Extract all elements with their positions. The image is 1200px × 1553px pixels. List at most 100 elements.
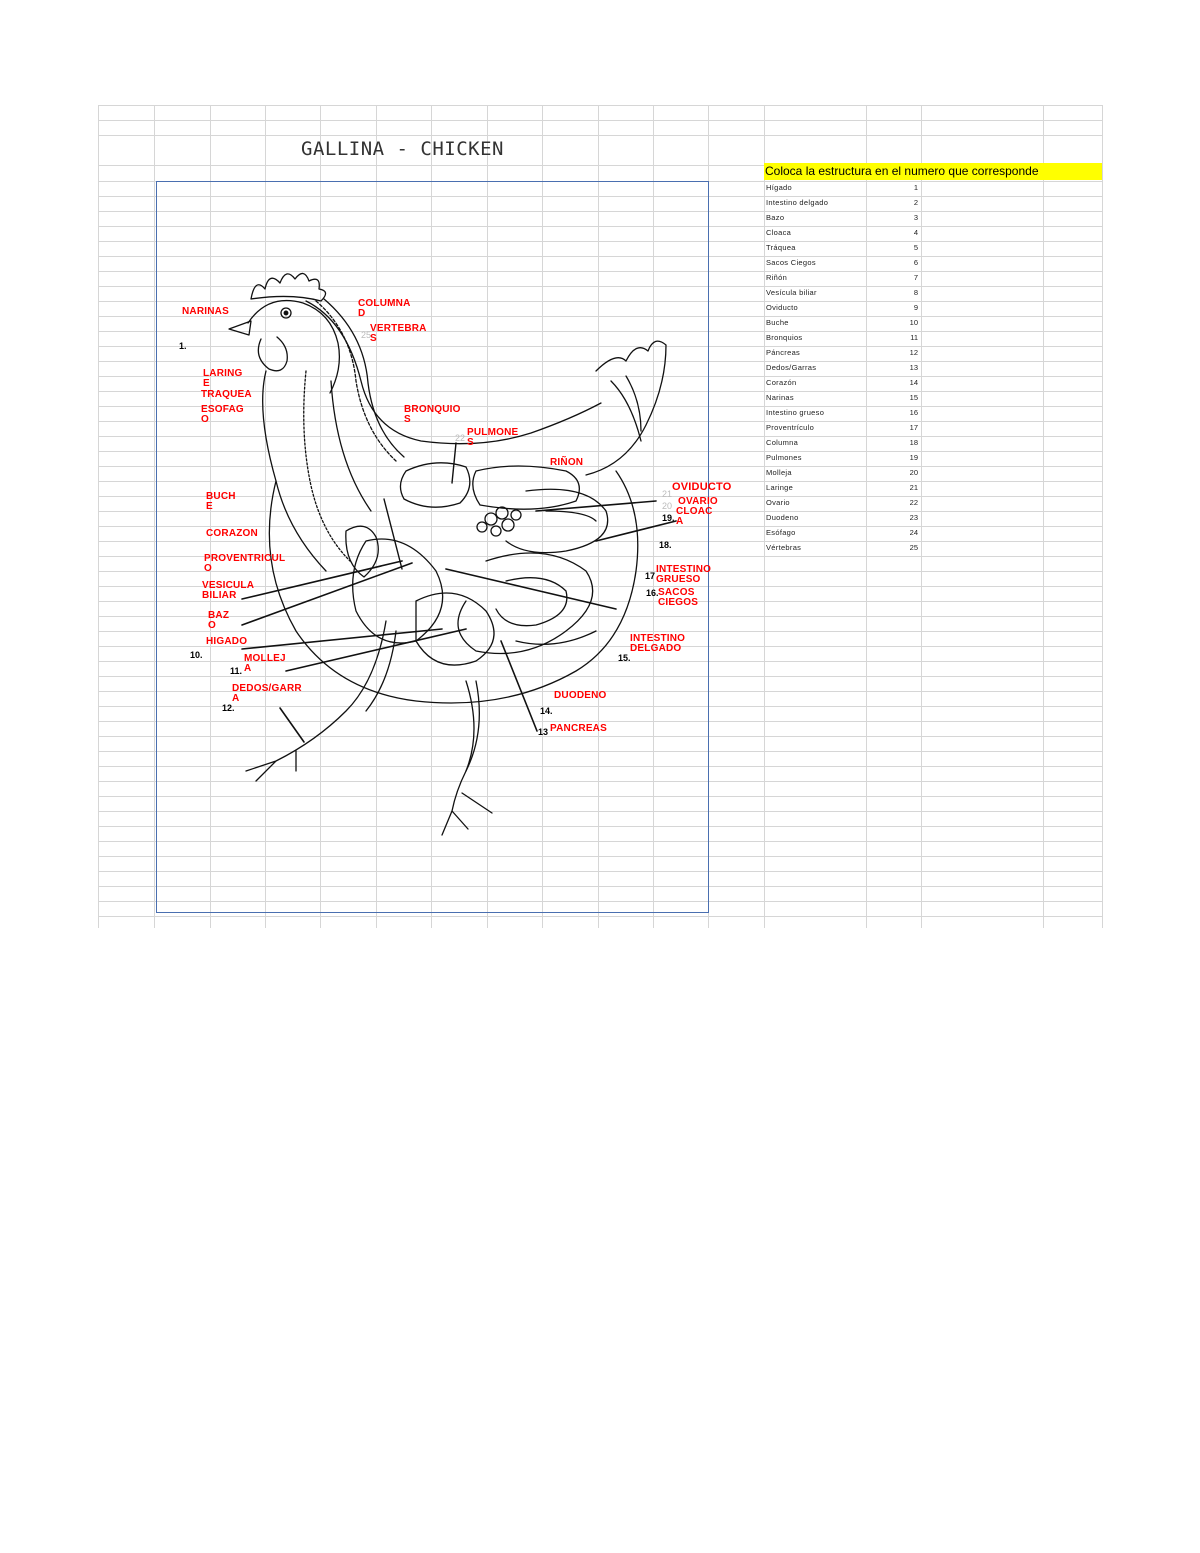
list-item: Intestino delgado 2 [766, 197, 926, 212]
grid-row-line [98, 165, 1102, 166]
grid-row-line [98, 871, 1102, 872]
grid-column-line [320, 105, 321, 928]
label-ovario: OVARIO [678, 496, 718, 507]
grid-row-line [98, 481, 1102, 482]
grid-column-line [653, 105, 654, 928]
grid-row-line [98, 856, 1102, 857]
label-sacos-ciegos: SACOS CIEGOS [658, 587, 699, 608]
list-item-number: 2 [913, 198, 918, 207]
number-10: 10. [190, 650, 203, 660]
number-15: 15. [618, 653, 631, 663]
list-item-number: 14 [909, 378, 918, 387]
neck-outline [305, 300, 602, 445]
number-22: 22 [455, 433, 466, 443]
label-vertebras: VERTEBRA S [370, 323, 427, 344]
list-item-name: Buche [766, 318, 789, 327]
chicken-anatomy-diagram [228, 272, 677, 836]
list-item-number: 3 [913, 213, 918, 222]
label-higado: HIGADO [206, 636, 248, 647]
label-esofago: ESOFAG O [201, 404, 244, 425]
grid-row-line [98, 226, 1102, 227]
label-intestino-delgado: INTESTINO DELGADO [630, 633, 686, 654]
list-item-name: Laringe [766, 483, 794, 492]
list-item-name: Riñón [766, 273, 788, 282]
spine-shape [315, 300, 397, 462]
grid-column-line [265, 105, 266, 928]
grid-row-line [98, 391, 1102, 392]
list-item: Laringe 21 [766, 482, 926, 497]
grid-row-line [98, 631, 1102, 632]
grid-row-line [98, 436, 1102, 437]
grid-row-line [98, 466, 1102, 467]
list-item-number: 11 [910, 333, 918, 342]
gizzard-shape [415, 592, 495, 666]
grid-row-line [98, 556, 1102, 557]
list-item-name: Corazón [766, 378, 797, 387]
number-21: 21 [662, 489, 673, 499]
grid-row-line [98, 841, 1102, 842]
grid-column-line [154, 105, 155, 928]
grid-column-line [542, 105, 543, 928]
list-item-number: 21 [909, 483, 918, 492]
list-item-number: 6 [913, 258, 918, 267]
grid-column-line [1102, 105, 1103, 928]
grid-row-line [98, 421, 1102, 422]
list-item-name: Intestino grueso [766, 408, 825, 417]
grid-column-line [598, 105, 599, 928]
instructions-header: Coloca la estructura en el numero que co… [764, 163, 1102, 180]
list-item-name: Duodeno [766, 513, 799, 522]
label-rinon: RIÑON [550, 457, 584, 468]
list-item-number: 22 [909, 498, 918, 507]
label-dedos: DEDOS/GARR A [232, 683, 302, 704]
grid-row-line [98, 451, 1102, 452]
list-item: Bronquios 11 [766, 332, 926, 347]
grid-row-line [98, 135, 1102, 136]
grid-row-line [98, 211, 1102, 212]
grid-row-line [98, 496, 1102, 497]
list-item-name: Hígado [766, 183, 792, 192]
list-item: Tráquea 5 [766, 242, 926, 257]
tail-feathers [585, 340, 667, 476]
label-traquea: TRAQUEA [201, 389, 252, 400]
grid-row-line [98, 601, 1102, 602]
number-16: 16. [646, 588, 659, 598]
grid-row-line [98, 541, 1102, 542]
label-buche: BUCH E [206, 491, 236, 512]
grid-row-line [98, 316, 1102, 317]
grid-row-line [98, 241, 1102, 242]
list-item-name: Oviducto [766, 303, 798, 312]
list-item-number: 5 [913, 243, 918, 252]
heart-shape [345, 525, 379, 578]
list-item-number: 20 [909, 468, 918, 477]
label-duodeno: DUODENO [554, 690, 607, 701]
list-item-name: Intestino delgado [766, 198, 829, 207]
list-item-name: Tráquea [766, 243, 796, 252]
grid-row-line [98, 916, 1102, 917]
number-17: 17 [645, 571, 656, 581]
grid-column-line [98, 105, 99, 928]
grid-column-line [764, 105, 765, 928]
list-item-number: 15 [909, 393, 918, 402]
grid-row-line [98, 376, 1102, 377]
grid-row-line [98, 286, 1102, 287]
grid-row-line [98, 526, 1102, 527]
beak-shape [228, 320, 252, 336]
list-item-name: Bronquios [766, 333, 803, 342]
label-molleja: MOLLEJ A [244, 653, 286, 674]
list-item-name: Vértebras [766, 543, 802, 552]
list-item-name: Pulmones [766, 453, 802, 462]
list-item-name: Ovario [766, 498, 790, 507]
list-item-number: 16 [909, 408, 918, 417]
number-20: 20 [662, 501, 673, 511]
grid-column-line [487, 105, 488, 928]
list-item-name: Narinas [766, 393, 794, 402]
wattle-shape [257, 336, 288, 372]
